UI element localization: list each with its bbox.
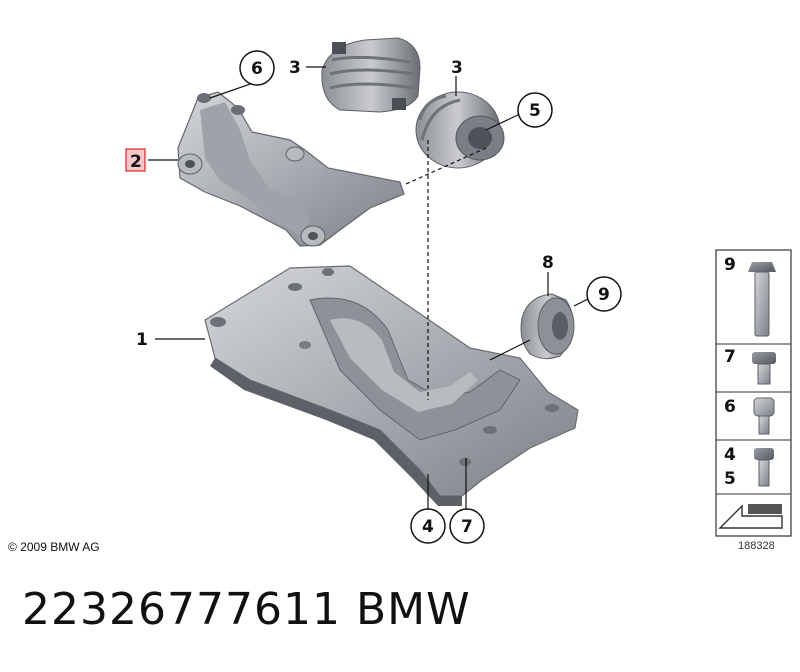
svg-text:4: 4 bbox=[422, 517, 434, 537]
callout-8: 8 bbox=[542, 253, 554, 273]
callout-5: 5 bbox=[517, 92, 553, 128]
rubber-mount-upper bbox=[321, 37, 421, 113]
svg-text:4: 4 bbox=[724, 445, 736, 465]
parts-diagram: 1 2 3 3 6 5 8 9 4 7 9 bbox=[125, 37, 792, 544]
callout-3-upper: 3 bbox=[289, 58, 301, 78]
callout-2-highlight bbox=[125, 148, 146, 172]
svg-text:9: 9 bbox=[598, 285, 610, 305]
callout-2: 2 bbox=[125, 148, 146, 172]
part-number: 22326777611 bbox=[22, 584, 341, 635]
callout-1: 1 bbox=[136, 330, 148, 350]
callout-4: 4 bbox=[410, 508, 446, 544]
svg-text:2: 2 bbox=[130, 152, 142, 172]
crossmember-part bbox=[204, 265, 579, 506]
legend-arrow-icon bbox=[718, 504, 783, 529]
svg-text:1: 1 bbox=[136, 330, 148, 350]
bushing-part bbox=[520, 293, 575, 360]
leader-lines bbox=[148, 66, 595, 510]
callout-9: 9 bbox=[586, 276, 622, 312]
rubber-mount-right bbox=[415, 91, 505, 169]
callout-7: 7 bbox=[449, 508, 485, 544]
svg-text:5: 5 bbox=[724, 469, 736, 489]
legend-row-9: 9 bbox=[724, 255, 776, 337]
legend-row-7: 7 bbox=[724, 347, 776, 385]
diagram-number: 188328 bbox=[738, 540, 775, 552]
svg-text:6: 6 bbox=[251, 59, 263, 79]
svg-text:9: 9 bbox=[724, 255, 736, 275]
svg-text:7: 7 bbox=[724, 347, 736, 367]
svg-text:5: 5 bbox=[529, 101, 541, 121]
svg-text:3: 3 bbox=[451, 58, 463, 78]
svg-text:7: 7 bbox=[461, 517, 473, 537]
svg-text:3: 3 bbox=[289, 58, 301, 78]
bracket-part bbox=[177, 91, 405, 247]
callout-3-right: 3 bbox=[451, 58, 463, 78]
brand-name: BMW bbox=[356, 584, 471, 635]
legend-row-6: 6 bbox=[724, 397, 775, 435]
copyright-notice: © 2009 BMW AG bbox=[8, 540, 100, 554]
callout-6: 6 bbox=[239, 50, 275, 86]
svg-text:8: 8 bbox=[542, 253, 554, 273]
legend-row-4-5: 4 5 bbox=[724, 445, 774, 489]
fastener-legend: 9 7 6 4 5 bbox=[715, 249, 792, 537]
svg-text:6: 6 bbox=[724, 397, 736, 417]
